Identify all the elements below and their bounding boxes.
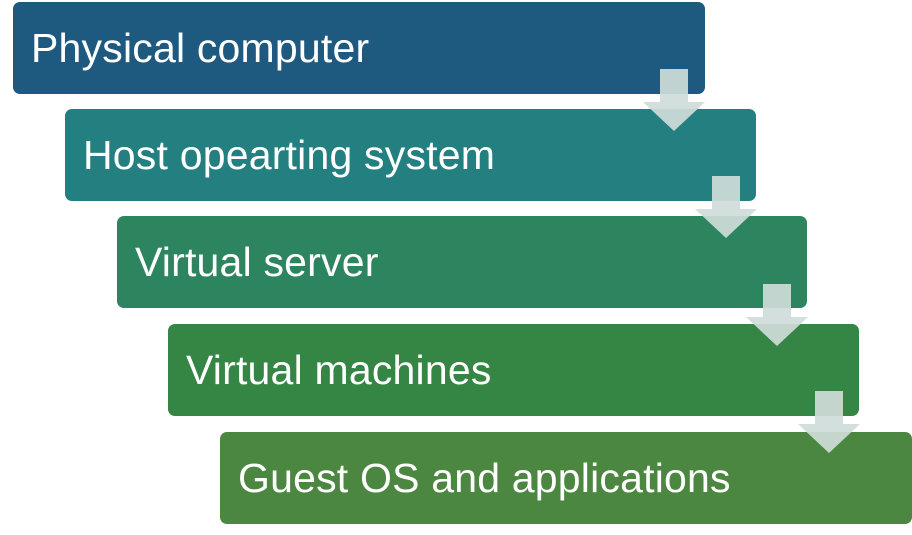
step-label: Virtual machines bbox=[186, 346, 492, 393]
down-arrow-icon bbox=[798, 391, 860, 453]
step-host-operating-system: Host opearting system bbox=[65, 109, 756, 201]
step-guest-os-and-applications: Guest OS and applications bbox=[220, 432, 912, 524]
step-physical-computer: Physical computer bbox=[13, 2, 705, 94]
step-label: Virtual server bbox=[135, 238, 379, 285]
down-arrow-icon bbox=[746, 284, 808, 346]
step-virtual-machines: Virtual machines bbox=[168, 324, 859, 416]
down-arrow-icon bbox=[695, 176, 757, 238]
step-label: Host opearting system bbox=[83, 131, 496, 178]
step-label: Guest OS and applications bbox=[238, 454, 731, 501]
step-virtual-server: Virtual server bbox=[117, 216, 807, 308]
step-label: Physical computer bbox=[31, 24, 370, 71]
down-arrow-icon bbox=[643, 69, 705, 131]
